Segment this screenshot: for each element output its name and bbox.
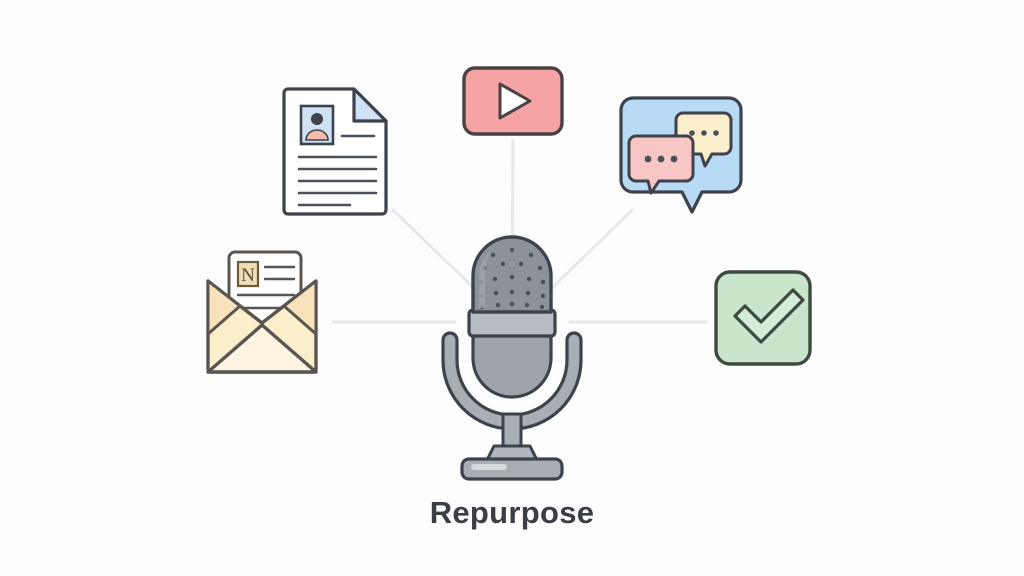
chat-bubbles-icon[interactable] [619,96,743,214]
document-text-lines [297,134,378,207]
mic-stem-shape [501,412,523,448]
document-article-icon[interactable] [282,87,388,216]
mic-band-shape [467,308,557,338]
avatar-head-icon [311,113,323,125]
connector-to-social [546,208,634,294]
envelope-newsletter-icon[interactable]: N [206,250,318,374]
chat-pink-bubble-shape [627,134,695,195]
envelope-right-wing [282,279,318,336]
play-triangle-icon [498,82,532,120]
mic-base-highlight [471,464,507,470]
envelope-front-flap-shape [206,323,318,374]
letter-monogram-text: N [241,265,255,286]
video-play-icon[interactable] [462,66,564,136]
letter-monogram-box [236,260,260,288]
chat-cream-dots-icon [689,130,719,136]
chat-pink-dots-icon [644,155,678,163]
document-fold-corner-icon [352,87,388,123]
page-title: Repurpose [429,495,595,530]
microphone-icon[interactable] [441,235,583,481]
check-mark-glyph-icon [733,288,805,344]
envelope-left-wing [206,279,242,336]
mic-body-shape [471,328,553,399]
checkmark-icon[interactable] [714,270,812,366]
connector-to-article [391,208,480,294]
mic-grille-highlight [479,251,491,308]
avatar-body-icon [305,129,329,141]
